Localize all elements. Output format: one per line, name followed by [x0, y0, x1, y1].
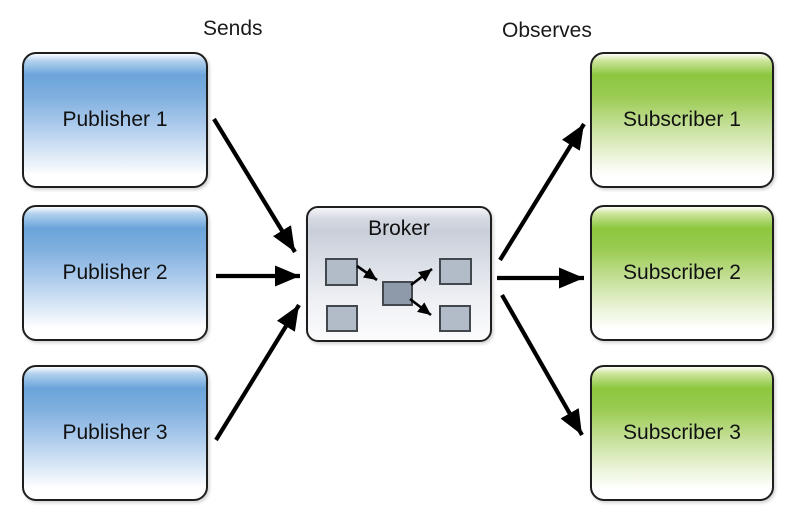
- broker-message-square-bottom-right: [439, 305, 471, 332]
- publisher-1-node: Publisher 1: [22, 52, 208, 188]
- publisher-3-node: Publisher 3: [22, 365, 208, 501]
- subscriber-1-node: Subscriber 1: [590, 52, 774, 188]
- broker-title: Broker: [368, 217, 430, 240]
- publisher-1-label: Publisher 1: [62, 108, 168, 131]
- broker-message-square-bottom-left: [326, 305, 358, 332]
- broker-message-square-top-left: [325, 258, 358, 286]
- subscriber-3-node: Subscriber 3: [590, 365, 774, 501]
- broker-message-square-center: [382, 281, 413, 306]
- subscriber-3-label: Subscriber 3: [623, 421, 741, 444]
- publisher-3-label: Publisher 3: [62, 421, 168, 444]
- observes-label: Observes: [502, 19, 592, 42]
- arrow-publisher3-to-broker: [214, 303, 301, 442]
- publisher-2-node: Publisher 2: [22, 205, 208, 341]
- sends-label: Sends: [203, 17, 263, 40]
- broker-message-square-top-right: [439, 258, 472, 285]
- publisher-2-label: Publisher 2: [62, 261, 168, 284]
- subscriber-1-label: Subscriber 1: [623, 108, 741, 131]
- subscriber-2-label: Subscriber 2: [623, 261, 741, 284]
- subscriber-2-node: Subscriber 2: [590, 205, 774, 341]
- arrow-publisher1-to-broker: [212, 117, 297, 254]
- arrow-broker-to-subscriber3: [500, 293, 584, 437]
- arrow-broker-to-subscriber1: [498, 122, 586, 262]
- broker-node: Broker: [306, 206, 492, 342]
